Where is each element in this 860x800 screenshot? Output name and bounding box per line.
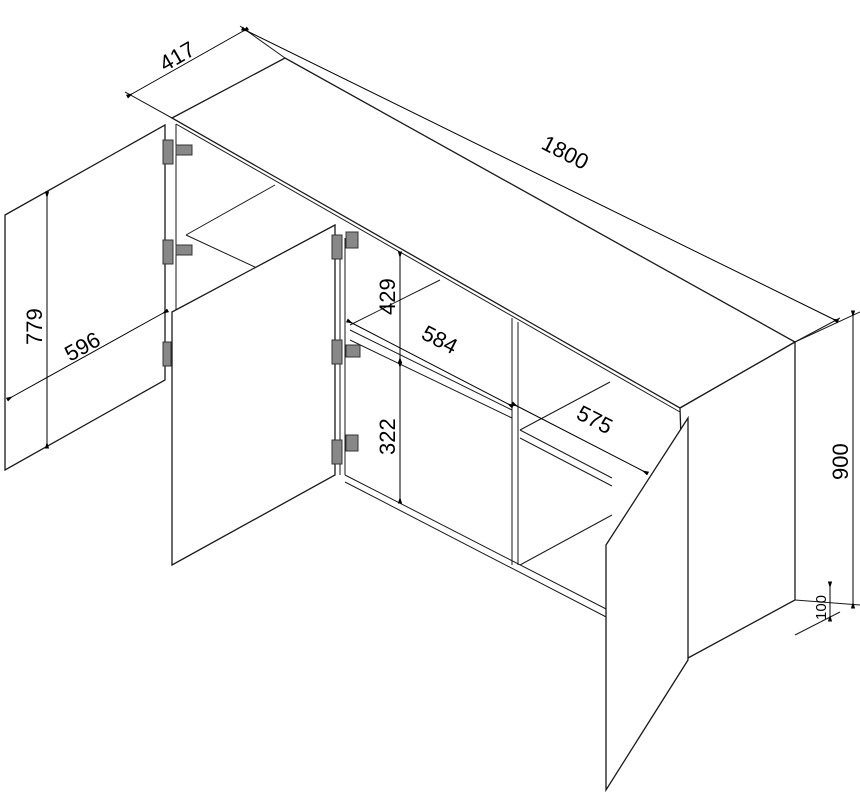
hinge-icon — [175, 144, 193, 156]
depth-label: 417 — [155, 36, 199, 76]
width-dimension-line — [240, 26, 840, 324]
lower-height-label: 322 — [375, 418, 400, 455]
middle-shelf-label: 584 — [418, 320, 462, 359]
hinge-icon — [345, 344, 361, 358]
hinge-icon — [175, 244, 193, 256]
hinge-icon — [162, 139, 174, 165]
hinge-icon — [331, 339, 343, 365]
hinge-icon — [331, 234, 343, 260]
door-width-dimension-line — [5, 308, 170, 402]
middle-shelf-dimension-line — [345, 318, 515, 409]
left-door — [4, 123, 166, 472]
upper-height-label: 429 — [375, 278, 400, 315]
hinge-icon — [162, 239, 174, 265]
hinge-icon — [162, 341, 172, 367]
width-label: 1800 — [538, 130, 593, 174]
total-height-label: 900 — [828, 443, 853, 480]
middle-door — [171, 223, 336, 567]
hinge-icon — [345, 434, 359, 452]
door-height-label: 779 — [22, 308, 47, 345]
right-shelf-dimension-line — [510, 401, 650, 476]
right-door — [605, 415, 689, 793]
hinge-icon — [331, 439, 343, 465]
leg-height-label: 100 — [813, 595, 830, 620]
depth-dimension-line — [125, 26, 250, 99]
hinge-icon — [345, 231, 359, 249]
right-shelf-label: 575 — [573, 400, 617, 439]
